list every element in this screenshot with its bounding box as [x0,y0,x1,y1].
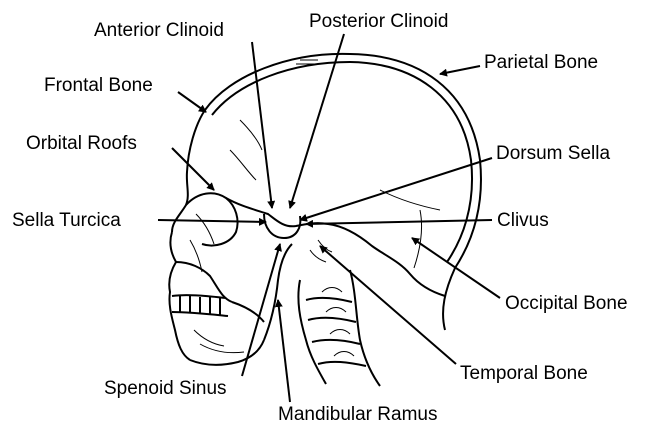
label-clivus: Clivus [497,211,549,230]
leader-lines [158,34,500,402]
label-temporal-bone: Temporal Bone [460,364,588,383]
leader-frontal-bone [178,92,206,112]
label-posterior-clinoid: Posterior Clinoid [309,12,448,31]
leader-mandibular-ramus [278,300,290,402]
leader-parietal-bone [440,66,480,74]
leader-temporal-bone [320,246,456,364]
leader-orbital-roofs [172,148,214,190]
label-orbital-roofs: Orbital Roofs [26,134,137,153]
label-frontal-bone: Frontal Bone [44,76,153,95]
skull-outline [169,54,481,386]
label-dorsum-sella: Dorsum Sella [496,144,610,163]
label-spenoid-sinus: Spenoid Sinus [104,379,227,398]
leader-clivus [306,220,492,224]
label-mandibular-ramus: Mandibular Ramus [278,405,437,424]
leader-dorsum-sella [300,158,492,220]
label-anterior-clinoid: Anterior Clinoid [94,21,224,40]
label-sella-turcica: Sella Turcica [12,211,121,230]
label-occipital-bone: Occipital Bone [505,294,628,313]
label-parietal-bone: Parietal Bone [484,53,598,72]
leader-spenoid-sinus [242,244,280,376]
skull-texture [190,60,440,356]
